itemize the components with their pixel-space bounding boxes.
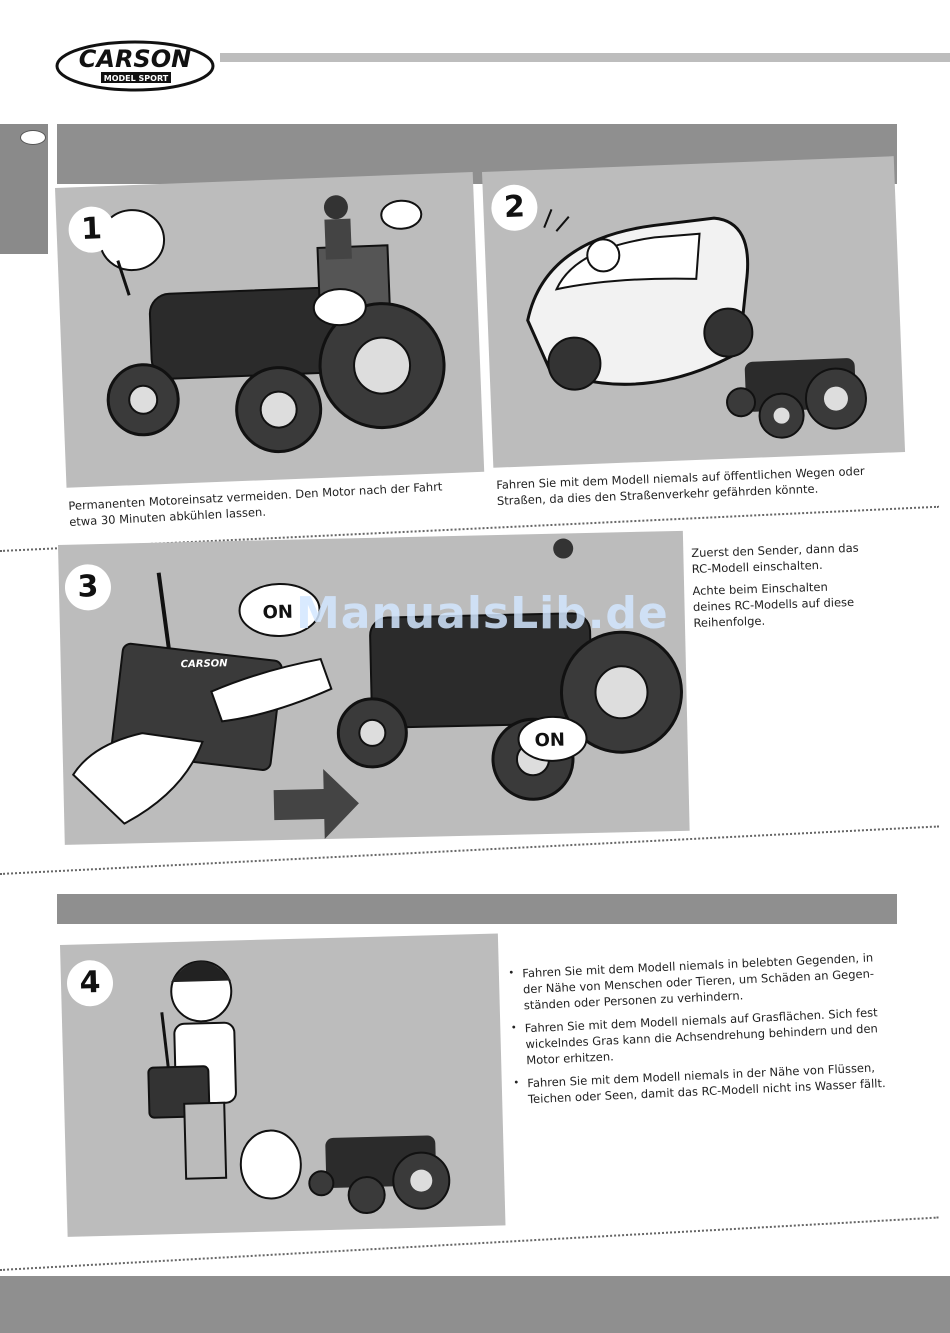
illustration-panel-3: CARSON ON ON 3 [58, 530, 690, 845]
header-rule [220, 53, 950, 62]
safe-driving-illustration [147, 960, 451, 1215]
switch-on-illustration: CARSON ON ON [71, 538, 683, 840]
language-flag-oval [20, 130, 46, 145]
watermark-text: ManualsLib.de [296, 588, 669, 639]
footer-bar [0, 1276, 950, 1333]
caption-step-2: Fahren Sie mit dem Modell niemals auf öf… [496, 463, 865, 508]
list-item: Fahren Sie mit dem Modell niemals in bel… [522, 948, 910, 1013]
car-tractor-road-illustration [526, 208, 867, 439]
transmitter-brand-text: CARSON [181, 658, 229, 670]
carson-logo: CARSON MODEL SPORT [55, 40, 215, 92]
illustration-panel-4: 4 [60, 933, 506, 1237]
bubble-transmitter-on: ON [262, 602, 293, 624]
tractor-overheat-illustration [99, 195, 446, 454]
caption-step-1: Permanenten Motoreinsatz vermeiden. Den … [68, 479, 443, 529]
list-item: Fahren Sie mit dem Modell niemals auf Gr… [524, 1003, 912, 1068]
bubble-tractor-on: ON [534, 730, 565, 752]
side-tab [0, 124, 48, 254]
brand-main-text: CARSON [79, 45, 191, 73]
illustration-panel-1: 1 [55, 171, 485, 488]
safety-bullet-list: Fahren Sie mit dem Modell niemals in bel… [508, 948, 914, 1115]
illustration-panel-2: 2 [482, 156, 906, 468]
section-header-bar [57, 894, 897, 924]
brand-sub-text: MODEL SPORT [104, 74, 169, 83]
